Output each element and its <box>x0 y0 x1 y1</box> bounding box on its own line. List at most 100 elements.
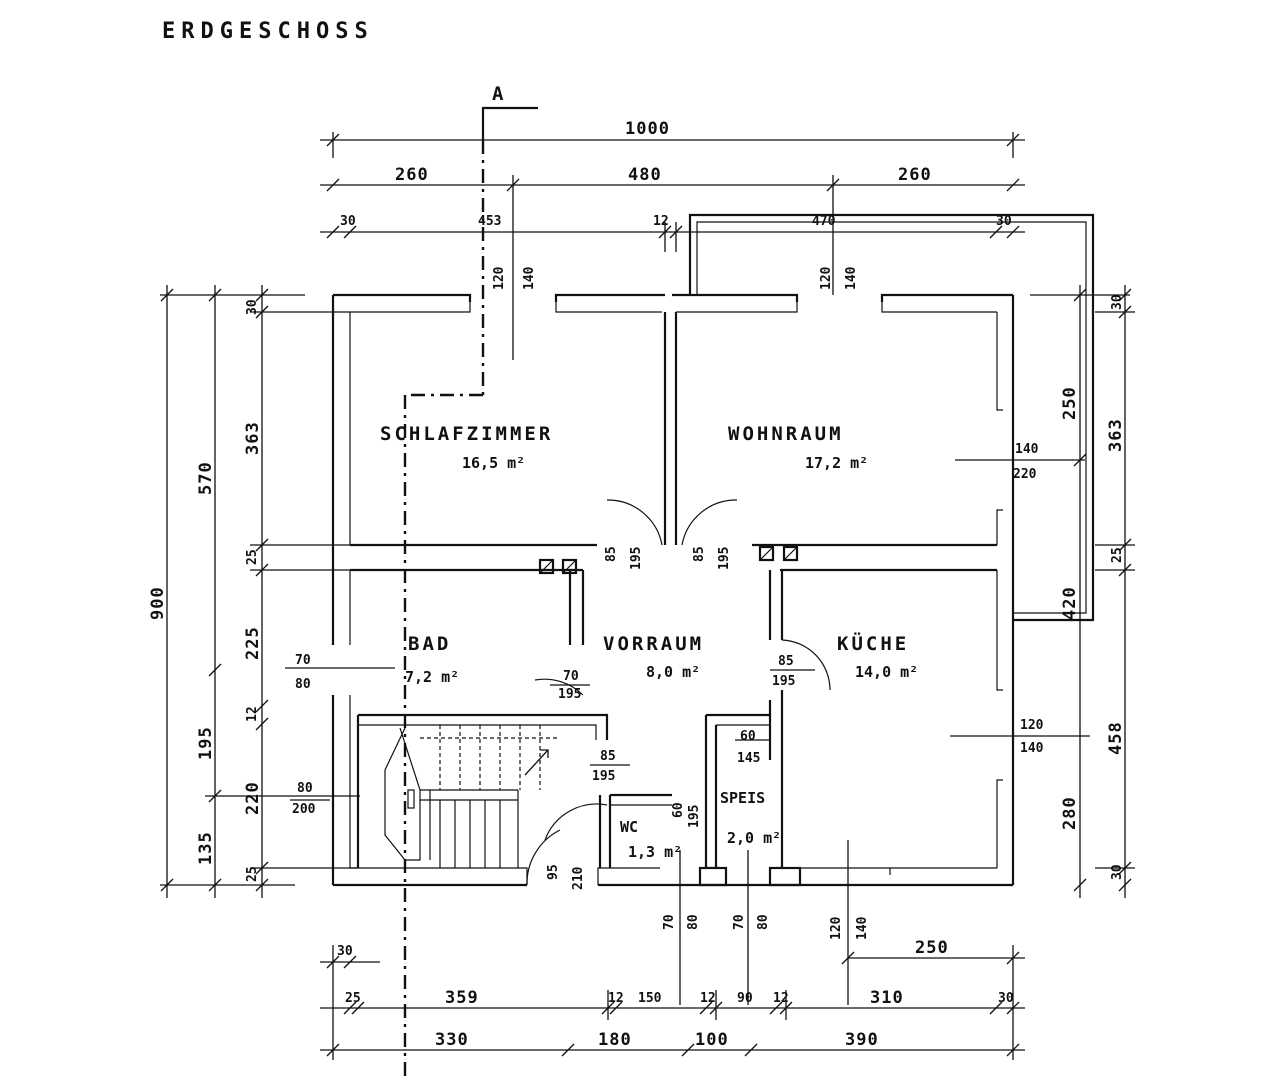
chimneys <box>538 545 799 575</box>
dim-bot-12a: 12 <box>608 991 624 1006</box>
dim-right-280: 280 <box>1060 796 1080 830</box>
open-wc-w-b: 80 <box>686 914 701 930</box>
dim-left-25b: 25 <box>245 866 260 882</box>
plan-title: ERDGESCHOSS <box>162 19 374 44</box>
open-wr-r-bot: 220 <box>1013 467 1037 482</box>
dim-left-25a: 25 <box>245 549 260 565</box>
dim-bot-250: 250 <box>915 938 949 958</box>
dim-left-363: 363 <box>243 421 263 455</box>
room-name-bad: BAD <box>408 633 451 655</box>
dim-top-260b: 260 <box>898 165 932 185</box>
section-marker-a: A <box>403 83 538 1078</box>
dim-top-480: 480 <box>628 165 662 185</box>
room-labels: SCHLAFZIMMER 16,5 m² WOHNRAUM 17,2 m² BA… <box>380 423 918 861</box>
open-sp-w2-a: 70 <box>732 914 747 930</box>
open-door-wr-a: 85 <box>692 546 707 562</box>
open-st-d-bot: 195 <box>592 769 615 784</box>
dim-right-363: 363 <box>1106 418 1126 452</box>
open-bad-d-top: 70 <box>563 669 579 684</box>
dim-bot-12b: 12 <box>700 991 716 1006</box>
open-ent-b: 210 <box>571 866 586 890</box>
dim-left-135: 135 <box>196 831 216 865</box>
dim-bot-310: 310 <box>870 988 904 1008</box>
interior-walls <box>350 312 997 887</box>
dim-bot-30: 30 <box>337 944 353 959</box>
open-kue-d-top: 85 <box>778 654 794 669</box>
dim-bot-90: 90 <box>737 991 753 1006</box>
open-st-d-top: 85 <box>600 749 616 764</box>
room-area-wohnraum: 17,2 m² <box>805 454 868 472</box>
dim-bot-25: 25 <box>345 991 361 1006</box>
open-kue-w2-b: 140 <box>855 916 870 940</box>
open-bad-w-bot: 80 <box>295 677 311 692</box>
dim-top-453: 453 <box>478 214 501 229</box>
open-door-sz-a: 85 <box>604 546 619 562</box>
exterior-walls <box>331 293 1015 887</box>
dim-right-25: 25 <box>1110 547 1125 563</box>
open-ent-a: 95 <box>546 864 561 880</box>
room-name-wc: WC <box>620 818 638 836</box>
dim-left-570: 570 <box>196 461 216 495</box>
dim-bot-100: 100 <box>695 1030 729 1050</box>
room-area-speis: 2,0 m² <box>727 829 781 847</box>
open-sp-w-a: 60 <box>740 729 756 744</box>
bottom-dimensions: 250 30 25 359 12 150 12 90 12 310 30 <box>320 938 1025 1060</box>
room-area-schlafzimmer: 16,5 m² <box>462 454 525 472</box>
room-name-wohnraum: WOHNRAUM <box>728 423 844 445</box>
open-kue-w-bot: 140 <box>1020 741 1044 756</box>
open-sp-w-b: 145 <box>737 751 760 766</box>
open-door-sz-b: 195 <box>629 547 644 570</box>
dim-bot-30b: 30 <box>998 991 1014 1006</box>
open-wr-w-top: 120 <box>819 266 834 290</box>
open-kue-w2-a: 120 <box>829 916 844 940</box>
dim-left-220: 220 <box>243 781 263 815</box>
dim-bot-150: 150 <box>638 991 662 1006</box>
dim-left-225: 225 <box>243 626 263 660</box>
room-area-kueche: 14,0 m² <box>855 663 918 681</box>
top-dimensions: 1000 260 480 260 30 453 12 470 30 120 14… <box>320 119 1025 360</box>
door-swings <box>526 499 831 886</box>
open-sp-w2-b: 80 <box>756 914 771 930</box>
open-wr-w-bot: 140 <box>844 266 859 290</box>
dim-top-470: 470 <box>812 214 836 229</box>
dim-bot-180: 180 <box>598 1030 632 1050</box>
dim-top-30a: 30 <box>340 214 356 229</box>
left-dimensions: 900 570 195 135 30 363 25 225 12 220 25 … <box>148 285 395 898</box>
dim-bot-330: 330 <box>435 1030 469 1050</box>
room-name-schlafzimmer: SCHLAFZIMMER <box>380 423 553 445</box>
open-door-wr-b: 195 <box>717 547 732 570</box>
dim-bot-359: 359 <box>445 988 479 1008</box>
open-bad-w-top: 70 <box>295 653 311 668</box>
dim-top-260a: 260 <box>395 165 429 185</box>
dim-top-30b: 30 <box>996 214 1012 229</box>
room-area-vorraum: 8,0 m² <box>646 663 700 681</box>
open-kue-w-top: 120 <box>1020 718 1044 733</box>
terrace-outline <box>688 213 1095 622</box>
dim-right-30: 30 <box>1110 294 1125 310</box>
dim-right-420: 420 <box>1060 586 1080 620</box>
dim-left-12: 12 <box>245 706 260 722</box>
dim-left-30: 30 <box>245 299 260 315</box>
room-area-bad: 7,2 m² <box>405 668 459 686</box>
opening-dimensions: 85 195 85 195 70 195 85 195 85 195 95 21… <box>546 546 870 1005</box>
section-marker-label: A <box>492 83 506 105</box>
open-wc-w-a: 70 <box>662 914 677 930</box>
dim-bot-12c: 12 <box>773 991 789 1006</box>
open-sz-w-bot: 140 <box>522 266 537 290</box>
open-wc-d-a: 60 <box>671 802 686 818</box>
open-bad-d-bot: 195 <box>558 687 581 702</box>
room-name-kueche: KÜCHE <box>837 631 909 655</box>
dim-top-12: 12 <box>653 214 669 229</box>
room-area-wc: 1,3 m² <box>628 843 682 861</box>
dim-left-195: 195 <box>196 726 216 760</box>
open-st-w-top: 80 <box>297 781 313 796</box>
right-dimensions: 250 420 280 30 363 25 458 30 140 220 120… <box>950 285 1135 898</box>
open-wc-d-b: 195 <box>687 805 702 828</box>
open-sz-w-top: 120 <box>492 266 507 290</box>
open-st-w-bot: 200 <box>292 802 316 817</box>
room-name-speis: SPEIS <box>720 789 765 807</box>
dim-top-total: 1000 <box>625 119 670 139</box>
dim-right-250: 250 <box>1060 386 1080 420</box>
room-name-vorraum: VORRAUM <box>603 633 704 655</box>
